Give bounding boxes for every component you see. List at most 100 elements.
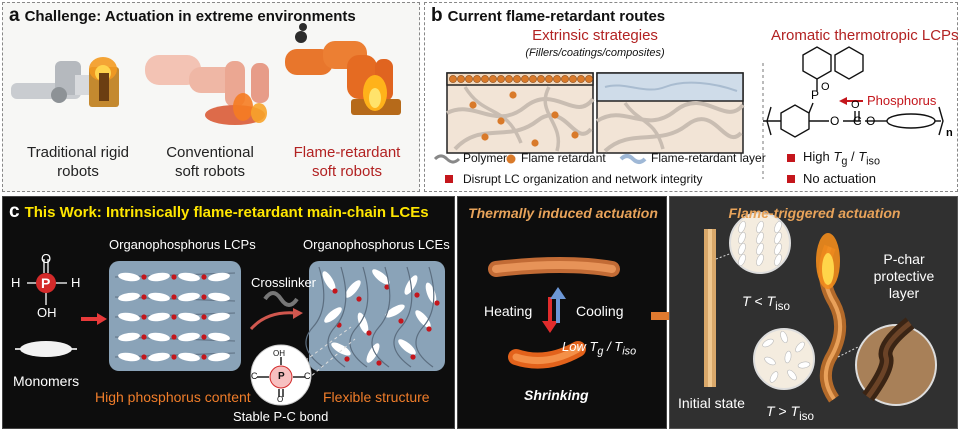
- mesogen: [756, 220, 764, 234]
- monomer-illustration: [15, 341, 77, 357]
- composite-network-illustration: [446, 72, 595, 154]
- mesogen: [118, 352, 140, 362]
- symbol-T: T: [766, 403, 775, 419]
- heating-label: Heating: [484, 303, 533, 319]
- caption-line: Traditional rigid: [27, 144, 129, 161]
- phosphorus-site: [141, 354, 147, 360]
- panel-e-art: [704, 212, 937, 406]
- symbol-T: T: [858, 149, 867, 164]
- mesogen: [756, 242, 764, 256]
- subscript-iso: iso: [866, 155, 880, 168]
- mesogen: [178, 332, 200, 342]
- high-tg-tiso: High Tg / Tiso: [803, 149, 880, 168]
- mesogen: [764, 356, 776, 366]
- flame-retardant-particles: [449, 75, 593, 147]
- filler-particle: [545, 75, 553, 83]
- zoom-line: [302, 338, 356, 384]
- caption-line: Conventional: [166, 144, 254, 161]
- phosphorus-label: Phosphorus: [867, 93, 937, 108]
- caption-line: robots: [57, 163, 99, 180]
- phosphorus-site: [410, 354, 416, 360]
- mesogen: [148, 292, 170, 302]
- cooling-arrow: [550, 287, 566, 323]
- phosphine-oxide-structure: [27, 259, 67, 305]
- reaction-arrowhead: [97, 313, 107, 325]
- stable-bond-label: Stable P-C bond: [233, 409, 329, 424]
- text-fragment: High: [803, 149, 834, 164]
- symbol-T: T: [790, 403, 800, 419]
- lce-mesogens: [305, 266, 440, 368]
- coating-network-illustration: [595, 72, 745, 154]
- filler-particle: [469, 101, 477, 109]
- symbol-T: T: [614, 339, 623, 354]
- flexible-structure-label: Flexible structure: [323, 389, 430, 405]
- caption-line: protective: [873, 268, 935, 284]
- repeat-unit-n: n: [946, 127, 953, 139]
- initial-state-label: Initial state: [678, 395, 745, 411]
- crosslink-chain: [415, 266, 435, 368]
- mesogen: [178, 292, 200, 302]
- mesogen: [795, 341, 805, 353]
- filler-particle: [561, 75, 569, 83]
- legend-flame-retardant-layer: Flame-retardant layer: [651, 151, 766, 165]
- flame-retardant-robot-illustration: [285, 23, 401, 115]
- filler-particle: [585, 75, 593, 83]
- aromatic-lcp-structure: [763, 46, 944, 138]
- panel-letter: c: [9, 201, 20, 222]
- slash: /: [847, 149, 859, 164]
- extrinsic-title: Extrinsic strategies: [532, 27, 658, 44]
- soft-robot-illustration: [145, 55, 269, 125]
- phosphorus-site: [376, 360, 382, 366]
- legend-flame-retardant: Flame retardant: [521, 151, 606, 165]
- filler-particle: [481, 75, 489, 83]
- slash: /: [603, 339, 615, 354]
- flame-retardant-legend-icon: [506, 154, 516, 164]
- atom-label: OH: [273, 349, 285, 358]
- mesogen: [738, 253, 746, 267]
- mesogen: [148, 352, 170, 362]
- lcps-label: Organophosphorus LCPs: [109, 237, 256, 252]
- phosphorus-site: [141, 334, 147, 340]
- lces-label: Organophosphorus LCEs: [303, 237, 450, 252]
- phosphorus-site: [201, 314, 207, 320]
- crosslinker-label: Crosslinker: [251, 275, 317, 290]
- mesogen: [769, 371, 779, 383]
- phosphorus-site: [171, 354, 177, 360]
- atom-label: O: [830, 114, 840, 128]
- mesogen: [148, 272, 170, 282]
- filler-particle: [537, 75, 545, 83]
- filler-particle: [465, 75, 473, 83]
- subscript-iso: iso: [799, 409, 814, 423]
- heating-arrow: [542, 297, 558, 333]
- atom-label: P: [41, 275, 51, 291]
- subscript-iso: iso: [622, 345, 637, 358]
- mesogen: [208, 332, 230, 342]
- atom-label: C: [304, 371, 311, 381]
- mesogen: [738, 242, 746, 256]
- atom-label: O: [41, 251, 52, 266]
- bullet-icon: [787, 175, 795, 183]
- panel-c-art: [15, 259, 445, 406]
- phosphorus-site: [141, 294, 147, 300]
- mesogen: [118, 272, 140, 282]
- aligned-mesogens: [738, 220, 782, 267]
- crosslink-chain: [393, 266, 413, 368]
- mesogen: [148, 312, 170, 322]
- high-phosphorus-label: High phosphorus content: [95, 389, 251, 405]
- filler-particle: [529, 75, 537, 83]
- pchar-label: P-char protective layer: [854, 251, 954, 302]
- symbol-T: T: [766, 293, 776, 309]
- crosslink-chain: [305, 266, 325, 368]
- mesogen: [118, 332, 140, 342]
- mesogen: [366, 343, 380, 363]
- panel-title-text: Challenge: Actuation in extreme environm…: [24, 8, 356, 25]
- caption-line: soft robots: [174, 163, 246, 180]
- atom-label: O: [277, 395, 284, 404]
- mesogen: [345, 280, 361, 298]
- mesogen: [756, 231, 764, 245]
- mesogen: [208, 352, 230, 362]
- panel-title-text: This Work: Intrinsically flame-retardant…: [24, 204, 429, 221]
